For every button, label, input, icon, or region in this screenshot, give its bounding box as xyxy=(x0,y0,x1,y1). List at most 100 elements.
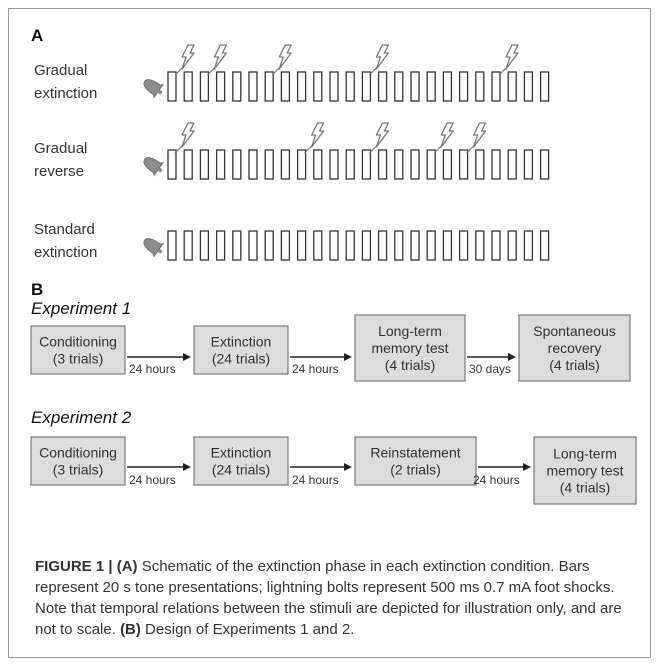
lightning-bolt-icon xyxy=(174,44,195,76)
bolt-tail xyxy=(206,66,216,76)
trial-bar xyxy=(539,71,550,102)
interval-label: 24 hours xyxy=(473,473,520,487)
stage-box: Extinction(24 trials) xyxy=(193,325,289,375)
stage-label: Reinstatement xyxy=(370,445,460,461)
lightning-bolt-icon xyxy=(368,44,390,76)
trial-bar xyxy=(539,149,550,180)
trial-bar xyxy=(377,71,388,102)
bolt-tail xyxy=(271,66,281,76)
trial-bar xyxy=(167,230,177,261)
interval-label: 30 days xyxy=(469,362,511,376)
trial-bar xyxy=(426,230,436,261)
trial-bar xyxy=(442,71,453,102)
lightning-bolt-icon xyxy=(368,122,390,154)
trial-bar xyxy=(264,149,274,180)
trial-bar xyxy=(215,230,226,261)
trial-bar xyxy=(248,71,258,102)
trial-bar xyxy=(313,230,323,261)
stage-label: Extinction xyxy=(211,445,272,461)
trial-bar xyxy=(507,71,517,102)
trial-bar xyxy=(426,71,436,102)
stage-label: memory test xyxy=(371,340,448,356)
trial-bar xyxy=(491,71,501,102)
trial-bar xyxy=(199,71,210,102)
stage-label: (4 trials) xyxy=(385,357,436,373)
panel-a-label: A xyxy=(31,26,43,45)
experiment-title: Experiment 1 xyxy=(31,299,131,318)
bolt-shape xyxy=(440,122,454,148)
bolt-shape xyxy=(375,122,390,148)
bell-body xyxy=(143,157,165,177)
experiment-title: Experiment 2 xyxy=(31,408,132,427)
stage-label: recovery xyxy=(548,340,602,356)
trial-bar xyxy=(394,230,404,261)
lightning-bolt-icon xyxy=(206,44,228,76)
bell-body xyxy=(143,238,165,258)
trial-bar xyxy=(215,149,226,180)
bell-clapper xyxy=(158,168,163,173)
row-label: Standard xyxy=(34,221,95,238)
trial-bar xyxy=(199,149,210,180)
trial-bar xyxy=(329,71,339,102)
trial-bar xyxy=(183,71,193,102)
interval-label: 24 hours xyxy=(292,362,339,376)
stage-label: (3 trials) xyxy=(53,351,104,367)
trial-bar xyxy=(345,71,355,102)
trial-bar xyxy=(442,230,453,261)
trial-bar xyxy=(345,230,355,261)
trial-bar xyxy=(475,230,485,261)
lightning-bolt-icon xyxy=(466,122,487,154)
stage-box-rect xyxy=(193,325,289,375)
stage-label: (24 trials) xyxy=(212,462,270,478)
trial-bar xyxy=(313,71,323,102)
arrow-head xyxy=(523,463,531,471)
stage-box-rect xyxy=(30,325,126,375)
stage-box: Conditioning(3 trials) xyxy=(30,436,126,486)
trial-bar xyxy=(345,149,355,180)
trial-bar xyxy=(167,149,177,180)
bell-icon xyxy=(143,79,165,99)
row-label: extinction xyxy=(34,85,97,102)
stage-label: (4 trials) xyxy=(549,357,600,373)
stage-box-rect xyxy=(533,436,637,505)
stage-box-rect xyxy=(354,314,466,382)
caption-figure-label: FIGURE 1 | xyxy=(35,558,117,575)
bell-icon xyxy=(143,157,165,177)
bolt-tail xyxy=(174,144,184,154)
trial-bar xyxy=(232,71,242,102)
interval-label: 24 hours xyxy=(129,473,176,487)
trial-bar xyxy=(296,230,307,261)
trial-bar xyxy=(475,71,485,102)
arrow-head xyxy=(344,463,352,471)
trial-bar xyxy=(280,149,291,180)
trial-bar xyxy=(426,149,436,180)
lightning-bolt-icon xyxy=(304,122,325,154)
trial-bar xyxy=(280,230,291,261)
trial-bar xyxy=(361,149,372,180)
trial-bar xyxy=(361,71,372,102)
lightning-bolt-icon xyxy=(271,44,292,76)
trial-bar xyxy=(410,71,420,102)
trial-bar xyxy=(523,71,534,102)
figure-diagram: AGradualextinctionGradualreverseStandard… xyxy=(30,26,637,505)
trial-bar xyxy=(458,230,469,261)
trial-bar xyxy=(491,149,501,180)
bell-clapper xyxy=(158,90,163,95)
interval-label: 24 hours xyxy=(292,473,339,487)
trial-bar xyxy=(458,71,469,102)
trial-bar xyxy=(199,230,210,261)
bolt-tail xyxy=(304,144,314,154)
lightning-bolt-icon xyxy=(498,44,519,76)
stage-label: (4 trials) xyxy=(560,480,611,496)
bolt-shape xyxy=(505,44,519,70)
stage-label: Extinction xyxy=(211,334,272,350)
caption-part-b-text: Design of Experiments 1 and 2. xyxy=(140,621,355,638)
stage-label: Spontaneous xyxy=(533,323,616,339)
trial-bar xyxy=(361,230,372,261)
